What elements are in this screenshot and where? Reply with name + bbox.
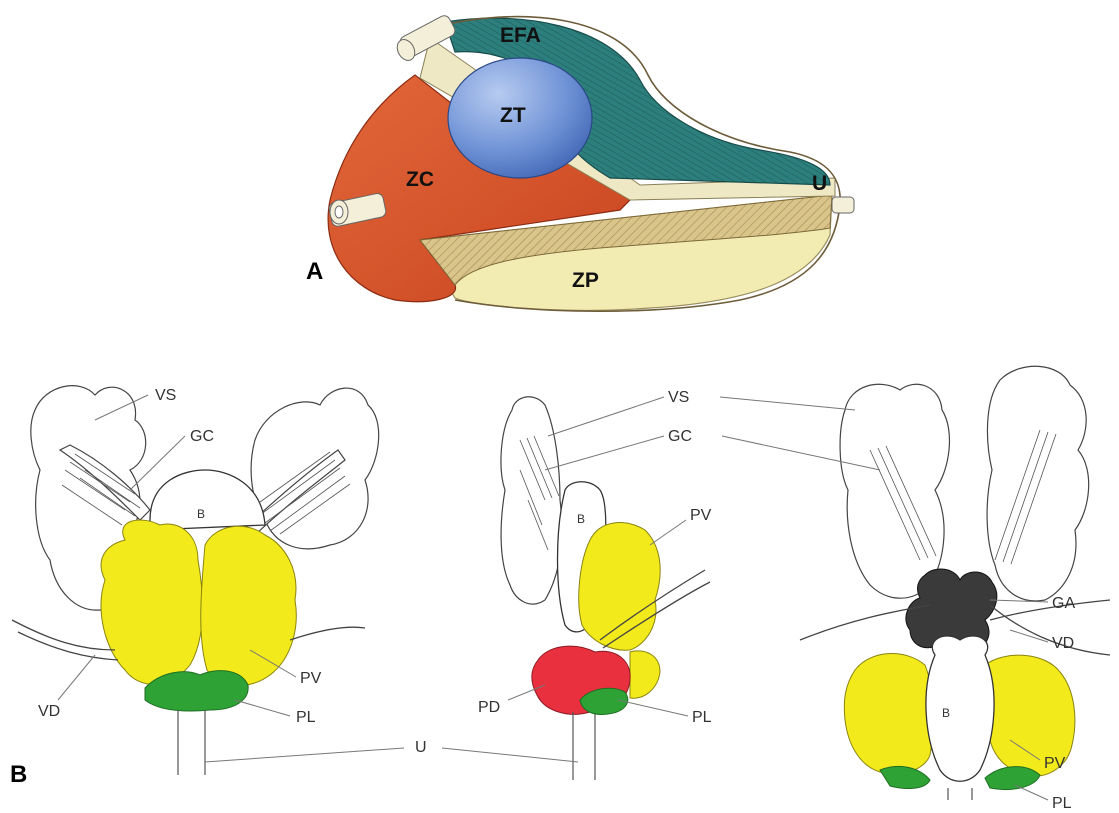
label-zt: ZT	[500, 104, 526, 127]
diagram-a-prostate-zones: EFA ZT ZC U ZP	[328, 14, 854, 312]
label-pl-right: PL	[1052, 795, 1072, 812]
panel-label-b: B	[10, 761, 27, 788]
leader-vd-left	[58, 655, 95, 700]
pl-lobe-left	[145, 671, 248, 711]
leader-vs-middle	[548, 397, 664, 436]
label-pv-left: PV	[300, 670, 322, 687]
label-pl-middle: PL	[692, 709, 712, 726]
leader-gc-middle	[545, 436, 664, 470]
leader-pl-left	[235, 700, 290, 716]
vas-deferens-right-view-b	[990, 600, 1110, 620]
label-u-shared: U	[415, 739, 427, 756]
label-vs-left: VS	[155, 387, 176, 404]
diagram-b-middle-lateral-view: VS GC B PV PD PL	[478, 389, 712, 780]
label-b-middle: B	[577, 512, 585, 526]
leader-pl-middle	[618, 700, 688, 716]
urethra-left	[178, 710, 205, 775]
pv-lobe-middle-b	[630, 651, 660, 698]
leader-pl-right	[1015, 785, 1048, 800]
urethra-middle	[573, 712, 595, 780]
label-vd-right: VD	[1052, 635, 1074, 652]
label-pd-middle: PD	[478, 699, 500, 716]
vas-deferens-right	[290, 627, 365, 640]
pv-lobe-left-b	[201, 526, 297, 685]
panel-label-a: A	[306, 258, 323, 285]
label-pv-right: PV	[1044, 755, 1066, 772]
label-vs-middle: VS	[668, 389, 689, 406]
pv-lobe-right-left	[844, 654, 933, 775]
leader-pv-middle	[650, 520, 686, 545]
label-ga-right: GA	[1052, 595, 1075, 612]
label-zc: ZC	[406, 168, 434, 191]
vas-deferens-right-view-c	[990, 605, 1110, 655]
distal-urethra-stub	[832, 197, 854, 213]
pv-lobe-middle	[579, 523, 660, 651]
seminal-vesicle-right-a	[840, 384, 949, 598]
diagram-b-left-posterior-view: VS GC B PV PL VD	[12, 386, 379, 775]
label-pv-middle: PV	[690, 507, 712, 524]
leader-u-right	[442, 748, 578, 762]
pl-lobe-right	[880, 766, 930, 788]
leader-vs-right	[720, 397, 855, 410]
shared-urethra-label: U	[205, 739, 578, 762]
label-b-left: B	[197, 507, 205, 521]
leader-u-left	[205, 748, 404, 762]
diagram-b-right-anterior-view: GA VD B PV PL	[720, 366, 1110, 812]
seminal-vesicle-middle	[501, 397, 562, 604]
pl-lobe-right-b	[985, 767, 1040, 790]
label-gc-middle: GC	[668, 428, 692, 445]
label-u: U	[812, 172, 827, 195]
label-b-right: B	[942, 706, 950, 720]
label-gc-left: GC	[190, 428, 214, 445]
label-efa: EFA	[500, 24, 541, 47]
urethra-right	[948, 788, 972, 800]
seminal-vesicle-right-b	[987, 366, 1089, 601]
vas-deferens-left	[12, 620, 115, 650]
bladder-right	[926, 636, 994, 781]
label-zp: ZP	[572, 269, 599, 292]
label-pl-left: PL	[296, 709, 316, 726]
vas-deferens-left-2	[18, 632, 118, 660]
label-vd-left: VD	[38, 703, 60, 720]
bladder-left	[150, 470, 265, 530]
